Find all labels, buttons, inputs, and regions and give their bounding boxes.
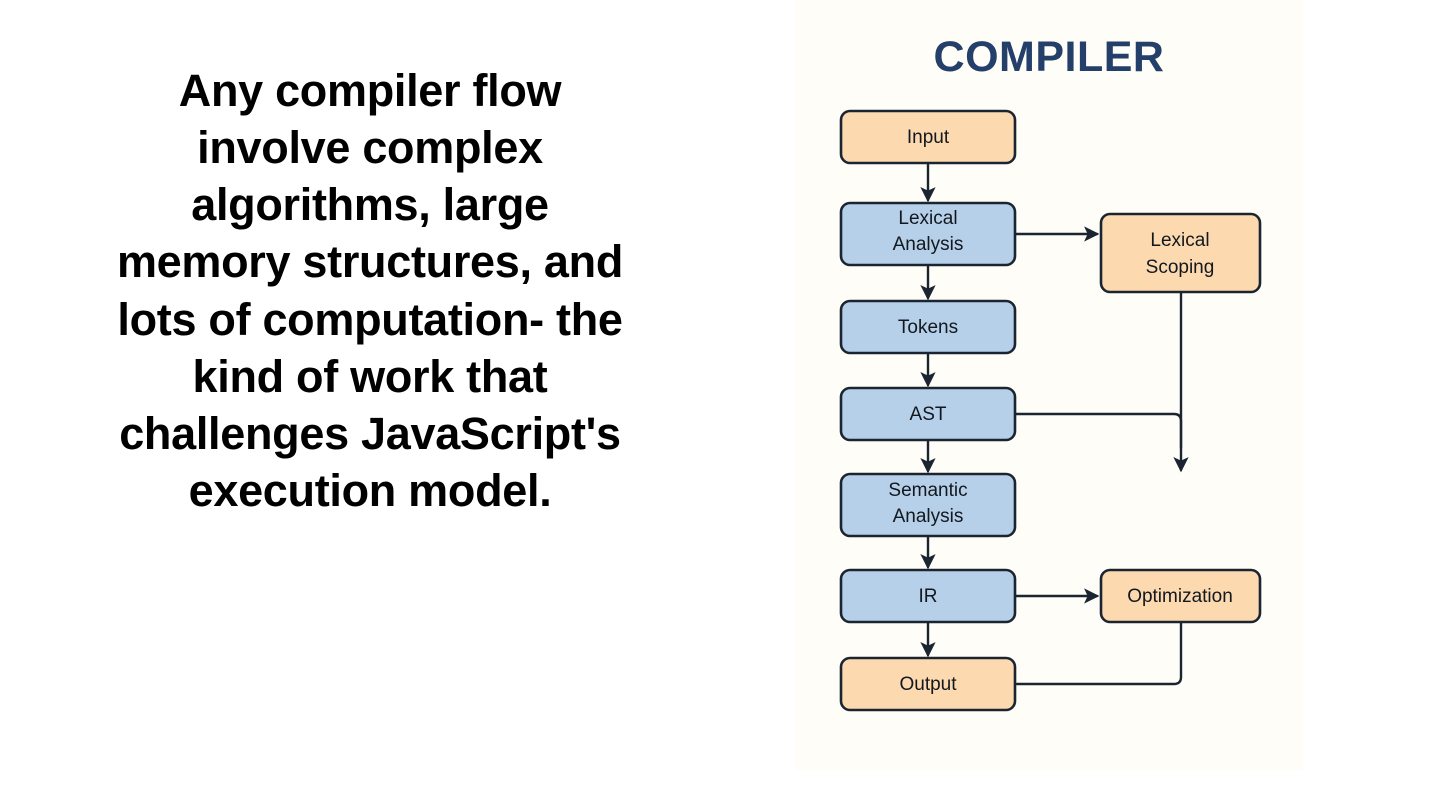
- node-optimization-shape[interactable]: [1099, 568, 1262, 624]
- node-lexical-scoping-label-line1: Lexical: [1150, 230, 1209, 251]
- node-output[interactable]: Output: [839, 656, 1017, 712]
- node-tokens-label: Tokens: [898, 317, 958, 338]
- node-input[interactable]: Input: [839, 109, 1017, 165]
- node-lexical-analysis[interactable]: Lexical Analysis: [839, 201, 1017, 267]
- edge-ast-join-scoping: [1013, 412, 1183, 450]
- node-lexical-scoping[interactable]: Lexical Scoping: [1099, 212, 1262, 294]
- edge-optimization-to-output: [1015, 620, 1183, 686]
- node-ast[interactable]: AST: [839, 386, 1017, 442]
- node-input-label: Input: [907, 127, 950, 148]
- node-lexical-scoping-shape[interactable]: [1099, 212, 1262, 294]
- node-semantic-analysis-shape[interactable]: [839, 472, 1017, 538]
- node-tokens[interactable]: Tokens: [839, 299, 1017, 355]
- node-output-shape[interactable]: [839, 656, 1017, 712]
- node-ir-label: IR: [919, 586, 938, 607]
- node-semantic-analysis-label-line2: Analysis: [893, 506, 964, 527]
- slide-body-text: Any compiler flow involve complex algori…: [116, 65, 624, 516]
- node-input-shape[interactable]: [839, 109, 1017, 165]
- node-lexical-analysis-shape[interactable]: [839, 201, 1017, 267]
- flowchart-edges: [920, 161, 1189, 686]
- node-semantic-analysis[interactable]: Semantic Analysis: [839, 472, 1017, 538]
- node-ast-shape[interactable]: [839, 386, 1017, 442]
- node-optimization[interactable]: Optimization: [1099, 568, 1262, 624]
- node-semantic-analysis-label-line1: Semantic: [888, 480, 967, 501]
- node-ast-label: AST: [910, 404, 947, 425]
- node-output-label: Output: [899, 674, 957, 695]
- node-lexical-analysis-label-line2: Analysis: [893, 234, 964, 255]
- node-ir[interactable]: IR: [839, 568, 1017, 624]
- node-ir-shape[interactable]: [839, 568, 1017, 624]
- diagram-title: COMPILER: [933, 33, 1165, 81]
- node-optimization-label: Optimization: [1127, 586, 1233, 607]
- node-tokens-shape[interactable]: [839, 299, 1017, 355]
- node-lexical-scoping-label-line2: Scoping: [1146, 257, 1215, 278]
- compiler-flowchart: Input Lexical Analysis Lexical Scoping T…: [839, 109, 1262, 712]
- flowchart-nodes: Input Lexical Analysis Lexical Scoping T…: [839, 109, 1262, 712]
- node-lexical-analysis-label-line1: Lexical: [898, 208, 957, 229]
